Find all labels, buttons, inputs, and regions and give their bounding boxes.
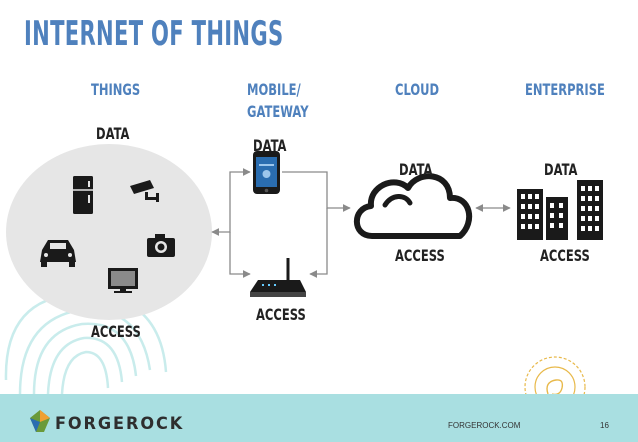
- camera-icon: [147, 234, 175, 257]
- things-data-label: Data: [96, 124, 130, 143]
- enterprise-access-label: Access: [540, 246, 590, 265]
- cloud-data-label: Data: [399, 160, 433, 179]
- security-camera-icon: [130, 180, 159, 202]
- slide-title: Internet of Things: [24, 14, 284, 54]
- things-cluster: [6, 144, 212, 320]
- column-header-mobile: Mobile/: [247, 80, 301, 99]
- connector-arrows: [211, 168, 511, 278]
- column-header-gateway: Gateway: [247, 102, 309, 121]
- page-number: 16: [600, 421, 609, 430]
- mobile-data-label: Data: [253, 136, 287, 155]
- gateway-access-label: Access: [256, 305, 306, 324]
- cloud-icon: [354, 173, 472, 239]
- forgerock-logo-icon: [30, 410, 50, 432]
- car-icon: [40, 240, 76, 267]
- iot-diagram: [4, 144, 603, 394]
- router-icon: [250, 258, 306, 297]
- column-header-things: Things: [91, 80, 141, 99]
- enterprise-data-label: Data: [544, 160, 578, 179]
- column-header-cloud: Cloud: [395, 80, 440, 99]
- cloud-access-label: Access: [395, 246, 445, 265]
- office-buildings-icon: [517, 180, 603, 240]
- things-access-label: Access: [91, 322, 141, 341]
- smartphone-icon: [253, 151, 280, 194]
- monitor-icon: [108, 268, 138, 293]
- forgerock-brand-text: FORGEROCK: [55, 414, 185, 434]
- footer-url[interactable]: FORGEROCK.COM: [448, 421, 521, 430]
- fridge-icon: [73, 176, 93, 214]
- column-header-enterprise: Enterprise: [525, 80, 605, 99]
- footer-bar: [0, 394, 638, 442]
